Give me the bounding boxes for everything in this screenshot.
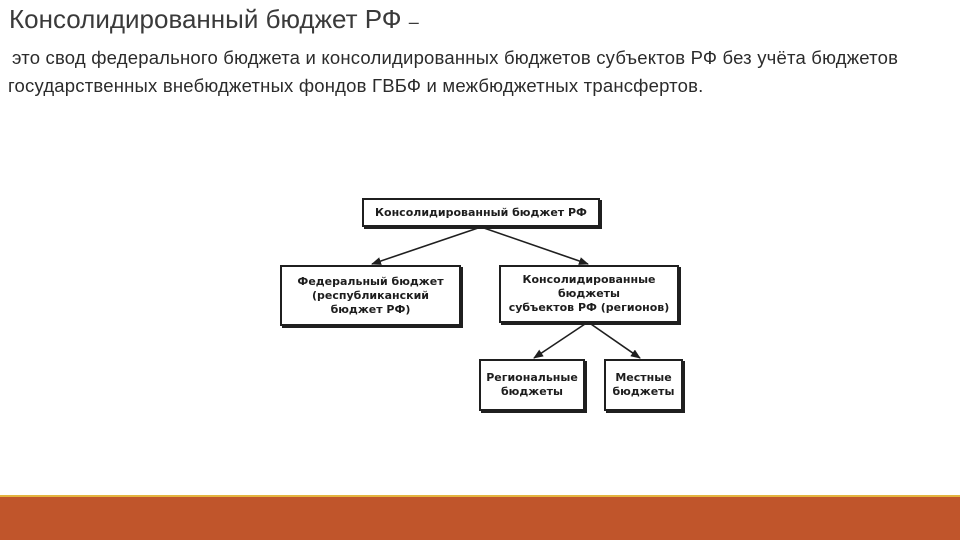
footer-bar [0,497,960,540]
definition-text: это свод федерального бюджета и консолид… [8,44,938,100]
slide-title-text: Консолидированный бюджет РФ [9,4,402,34]
node-consolidated-line-3: субъектов РФ (регионов) [508,301,670,314]
node-federal-line-1: Федеральный бюджет [297,274,444,288]
edge-root-to-federal [371,226,482,265]
node-consolidated-budget-rf: Консолидированный бюджет РФ [362,198,600,227]
edge-consolidated-to-local [587,321,641,359]
footer-accent-line [0,495,960,497]
node-federal-line-3: бюджет РФ) [330,302,411,316]
node-local-budgets: Местные бюджеты [604,359,683,411]
node-regional-budgets: Региональные бюджеты [479,359,585,411]
node-root-label: Консолидированный бюджет РФ [375,205,587,219]
edge-consolidated-to-regional [533,321,589,359]
node-consolidated-line-2: бюджеты [557,287,620,300]
node-federal-line-2: (республиканский [312,288,429,302]
node-regional-line-1: Региональные [486,371,578,384]
slide-title-dash: – [408,12,419,32]
node-consolidated-subjects: Консолидированные бюджеты субъектов РФ (… [499,265,679,323]
node-federal-budget: Федеральный бюджет (республиканский бюдж… [280,265,461,326]
edge-root-to-consolidated [480,226,589,265]
node-consolidated-line-1: Консолидированные [522,273,656,286]
node-local-line-2: бюджеты [612,385,675,398]
node-regional-line-2: бюджеты [500,385,563,398]
slide-title: Консолидированный бюджет РФ – [9,4,419,35]
definition-body: это свод федерального бюджета и консолид… [8,47,899,96]
node-local-line-1: Местные [615,371,672,384]
